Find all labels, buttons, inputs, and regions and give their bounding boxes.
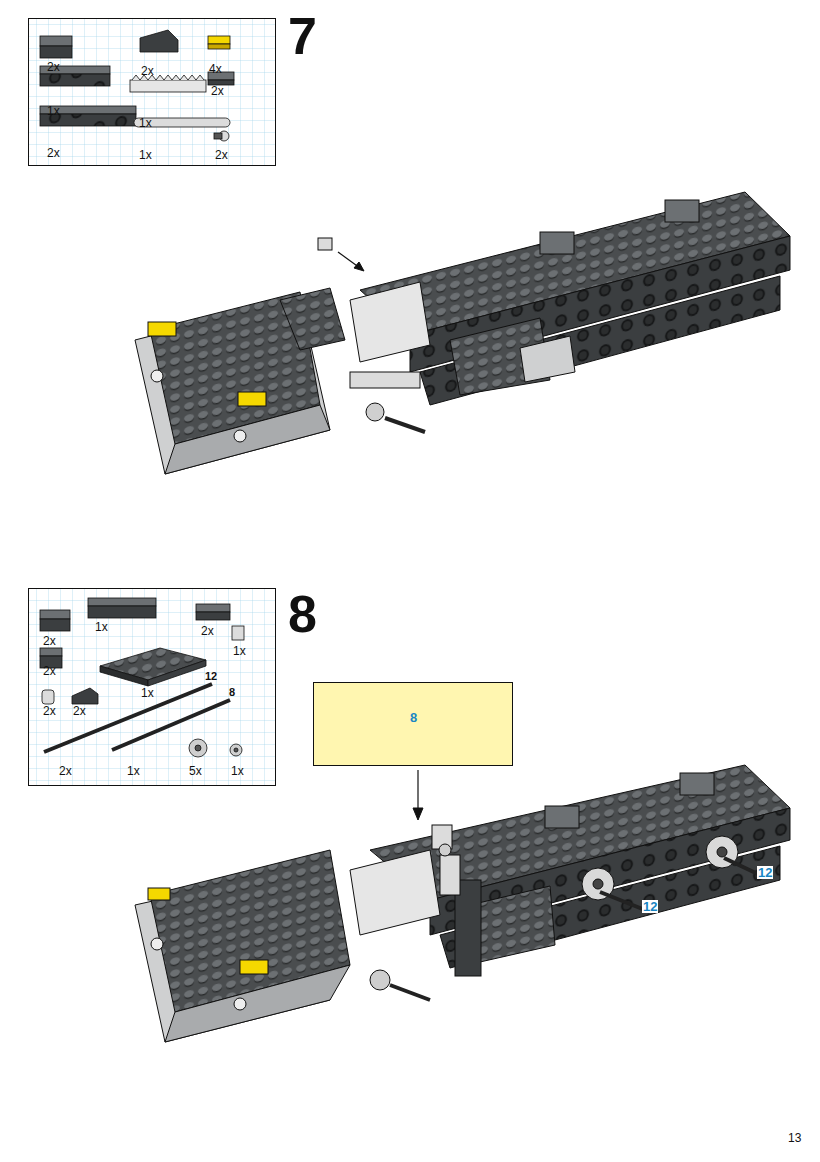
- part-quantity: 1x: [233, 645, 246, 657]
- part-quantity: 2x: [73, 705, 86, 717]
- part-quantity: 2x: [215, 149, 228, 161]
- part-quantity: 1x: [139, 149, 152, 161]
- callout-number: 12: [757, 866, 773, 879]
- callout-box: 8: [313, 682, 513, 766]
- part-quantity: 2x: [201, 625, 214, 637]
- part-quantity: 2x: [211, 85, 224, 97]
- part-quantity: 2x: [141, 65, 154, 77]
- parts-box: 1x 2x 2x 1x 2x 12 1x 8 2x 2x 2x 1x 5x 1x: [28, 588, 276, 786]
- callout-number: 8: [410, 711, 417, 724]
- part-quantity: 2x: [59, 765, 72, 777]
- part-quantity: 4x: [209, 63, 222, 75]
- axle-length: 12: [205, 671, 217, 682]
- part-quantity: 2x: [43, 665, 56, 677]
- part-quantity: 1x: [231, 765, 244, 777]
- page-number: 13: [788, 1132, 801, 1144]
- callout-number: 12: [642, 900, 658, 913]
- part-quantity: 1x: [95, 621, 108, 633]
- part-quantity: 1x: [141, 687, 154, 699]
- step-number: 8: [288, 588, 317, 640]
- part-quantity: 1x: [139, 117, 152, 129]
- part-quantity: 5x: [189, 765, 202, 777]
- part-quantity: 1x: [127, 765, 140, 777]
- parts-box: 2x 2x 4x 2x 1x 1x 2x 1x 2x: [28, 18, 276, 166]
- part-quantity: 2x: [43, 705, 56, 717]
- part-quantity: 1x: [47, 105, 60, 117]
- part-quantity: 2x: [43, 635, 56, 647]
- part-quantity: 2x: [47, 61, 60, 73]
- axle-length: 8: [229, 687, 235, 698]
- part-quantity: 2x: [47, 147, 60, 159]
- step-number: 7: [288, 10, 317, 62]
